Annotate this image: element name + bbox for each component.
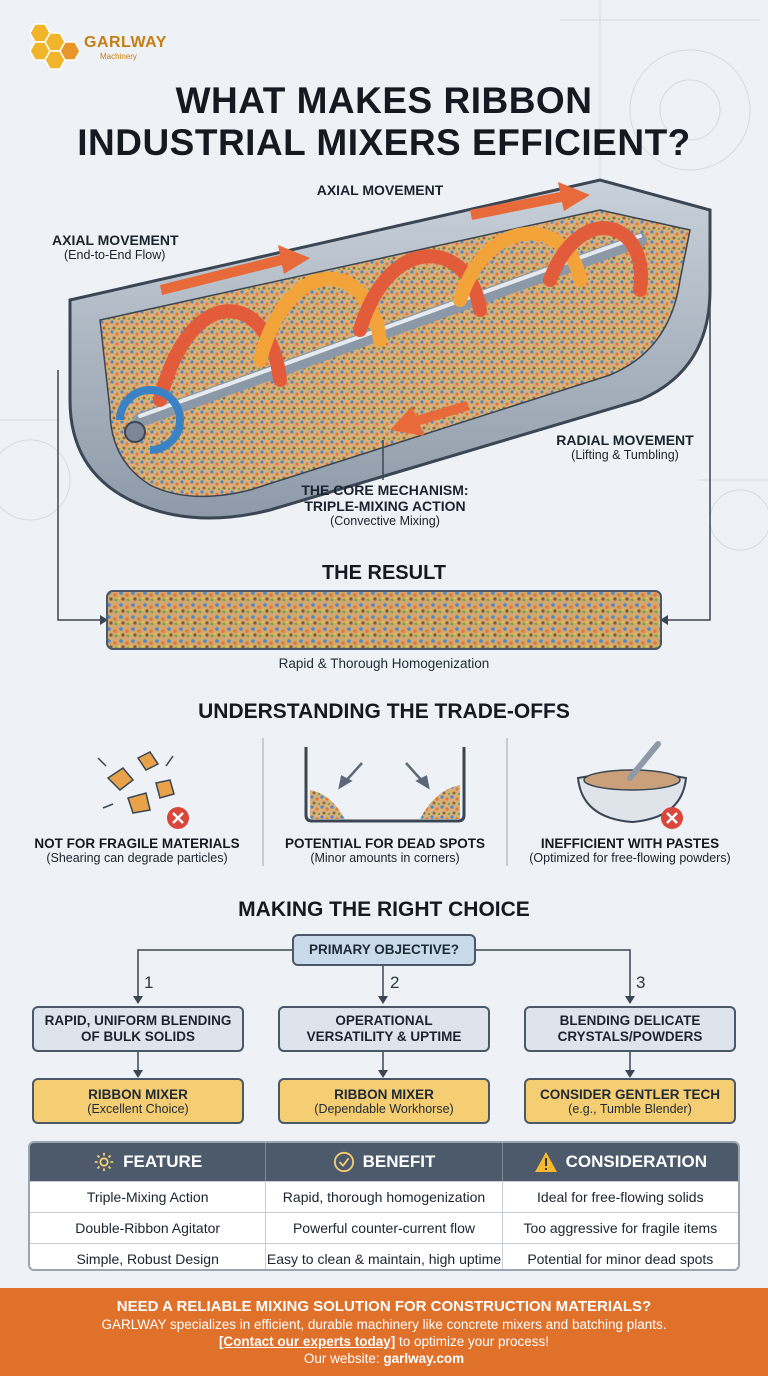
homogenized-mix-bar: [106, 590, 662, 650]
footer-description: GARLWAY specializes in efficient, durabl…: [101, 1317, 667, 1332]
footer-banner: NEED A RELIABLE MIXING SOLUTION FOR CONS…: [0, 1288, 768, 1376]
warning-icon: [534, 1152, 557, 1172]
result-ribbon-workhorse: RIBBON MIXER (Dependable Workhorse): [278, 1078, 490, 1124]
footer-headline: NEED A RELIABLE MIXING SOLUTION FOR CONS…: [116, 1298, 652, 1315]
radial-movement-label: RADIAL MOVEMENT: [556, 432, 694, 448]
core-mechanism-callout: THE CORE MECHANISM: TRIPLE-MIXING ACTION…: [270, 482, 500, 528]
logo-name: GARLWAY: [84, 34, 167, 51]
tradeoffs-title: UNDERSTANDING THE TRADE-OFFS: [198, 700, 570, 723]
result-caption: Rapid & Thorough Homogenization: [278, 656, 490, 671]
connector-lines: [57, 245, 711, 625]
table-cell: Powerful counter-current flow: [266, 1213, 503, 1243]
tradeoff-pastes-sub: (Optimized for free-flowing powders): [529, 851, 731, 865]
decision-tree-lines: [133, 949, 635, 1078]
website-link[interactable]: garlway.com: [383, 1351, 465, 1366]
divider: [262, 738, 264, 866]
choice-title: MAKING THE RIGHT CHOICE: [238, 898, 530, 921]
option-2-line-2: VERSATILITY & UPTIME: [306, 1029, 462, 1044]
table-cell: Easy to clean & maintain, high uptime: [266, 1244, 503, 1269]
table-cell: Ideal for free-flowing solids: [537, 1189, 704, 1205]
header-consideration-label: CONSIDERATION: [565, 1152, 707, 1171]
result-1-title: RIBBON MIXER: [88, 1086, 188, 1102]
header-feature-label: FEATURE: [123, 1152, 203, 1171]
gear-icon: [94, 1152, 114, 1172]
primary-objective-box: PRIMARY OBJECTIVE?: [292, 934, 476, 966]
axial-movement-top-label: AXIAL MOVEMENT: [316, 182, 444, 198]
footer-website: Our website: garlway.com: [0, 1351, 768, 1366]
option-bulk-solids: RAPID, UNIFORM BLENDING OF BULK SOLIDS: [32, 1006, 244, 1052]
table-cell: Simple, Robust Design: [30, 1244, 267, 1269]
result-2-title: RIBBON MIXER: [334, 1086, 434, 1102]
result-1-sub: (Excellent Choice): [87, 1101, 189, 1116]
logo-subtitle: Machinery: [100, 52, 137, 61]
dead-spots-trough-icon: [304, 747, 466, 823]
header-benefit: BENEFIT: [266, 1143, 503, 1181]
table-cell: Potential for minor dead spots: [527, 1251, 714, 1267]
table-row: Triple-Mixing Action Rapid, thorough hom…: [30, 1181, 738, 1212]
hexagon-logo-icon: [29, 23, 80, 70]
footer-cta-rest: to optimize your process!: [395, 1334, 550, 1349]
header-benefit-label: BENEFIT: [362, 1152, 436, 1171]
core-mechanism-sub: (Convective Mixing): [330, 514, 440, 528]
result-3-sub: (e.g., Tumble Blender): [568, 1101, 692, 1116]
footer-cta: [Contact our experts today] to optimize …: [0, 1334, 768, 1349]
tradeoff-dead-spots: POTENTIAL FOR DEAD SPOTS (Minor amounts …: [270, 836, 500, 865]
tradeoff-pastes: INEFFICIENT WITH PASTES (Optimized for f…: [512, 836, 748, 865]
tradeoff-fragile-title: NOT FOR FRAGILE MATERIALS: [34, 836, 240, 851]
table-row: Simple, Robust Design Easy to clean & ma…: [30, 1243, 738, 1269]
page-title: WHAT MAKES RIBBON INDUSTRIAL MIXERS EFFI…: [0, 80, 768, 164]
option-number-1: 1: [144, 973, 154, 992]
option-number-2: 2: [390, 973, 400, 992]
tradeoff-dead-spots-title: POTENTIAL FOR DEAD SPOTS: [284, 836, 485, 851]
option-3-line-2: CRYSTALS/POWDERS: [557, 1029, 703, 1044]
triple-mixing-label: TRIPLE-MIXING ACTION: [304, 498, 466, 514]
header-feature: FEATURE: [30, 1143, 267, 1181]
header-consideration: CONSIDERATION: [503, 1143, 738, 1181]
table-row: Double-Ribbon Agitator Powerful counter-…: [30, 1212, 738, 1243]
title-line-2: INDUSTRIAL MIXERS EFFICIENT?: [77, 122, 691, 163]
title-line-1: WHAT MAKES RIBBON: [175, 80, 593, 121]
option-number-3: 3: [636, 973, 646, 992]
option-3-line-1: BLENDING DELICATE: [559, 1013, 701, 1028]
result-gentler-tech: CONSIDER GENTLER TECH (e.g., Tumble Blen…: [524, 1078, 736, 1124]
contact-experts-link[interactable]: [Contact our experts today]: [218, 1334, 396, 1349]
result-title: THE RESULT: [321, 562, 447, 584]
option-1-line-2: OF BULK SOLIDS: [81, 1029, 195, 1044]
broken-particles-icon: [97, 751, 189, 829]
table-header: FEATURE BENEFIT CONSIDERATION: [30, 1143, 738, 1181]
option-versatility: OPERATIONAL VERSATILITY & UPTIME: [278, 1006, 490, 1052]
axial-movement-left-label: AXIAL MOVEMENT: [52, 232, 179, 248]
option-2-line-1: OPERATIONAL: [335, 1013, 433, 1028]
table-cell: Triple-Mixing Action: [30, 1182, 267, 1212]
tradeoff-fragile: NOT FOR FRAGILE MATERIALS (Shearing can …: [22, 836, 252, 865]
check-circle-icon: [333, 1151, 354, 1173]
axial-movement-left-callout: AXIAL MOVEMENT (End-to-End Flow): [52, 232, 212, 262]
radial-movement-sub: (Lifting & Tumbling): [571, 448, 679, 462]
core-mechanism-label: THE CORE MECHANISM:: [301, 482, 469, 498]
website-label: Our website:: [303, 1351, 384, 1366]
tradeoff-dead-spots-sub: (Minor amounts in corners): [310, 851, 460, 865]
paste-bowl-icon: [576, 741, 688, 829]
ribbon-mixer-illustration: [68, 178, 712, 520]
result-2-sub: (Dependable Workhorse): [314, 1101, 454, 1116]
tradeoff-pastes-title: INEFFICIENT WITH PASTES: [540, 836, 720, 851]
divider: [506, 738, 508, 866]
table-cell: Rapid, thorough homogenization: [266, 1182, 503, 1212]
result-3-title: CONSIDER GENTLER TECH: [539, 1086, 720, 1102]
axial-movement-left-sub: (End-to-End Flow): [64, 248, 166, 262]
tradeoff-fragile-sub: (Shearing can degrade particles): [46, 851, 228, 865]
option-delicate: BLENDING DELICATE CRYSTALS/POWDERS: [524, 1006, 736, 1052]
table-cell: Double-Ribbon Agitator: [30, 1213, 267, 1243]
option-1-line-1: RAPID, UNIFORM BLENDING: [44, 1013, 232, 1028]
result-ribbon-excellent: RIBBON MIXER (Excellent Choice): [32, 1078, 244, 1124]
table-cell: Too aggressive for fragile items: [523, 1220, 718, 1236]
radial-movement-callout: RADIAL MOVEMENT (Lifting & Tumbling): [540, 432, 710, 462]
feature-comparison-table: FEATURE BENEFIT CONSIDERATION Triple-Mix…: [28, 1141, 740, 1271]
